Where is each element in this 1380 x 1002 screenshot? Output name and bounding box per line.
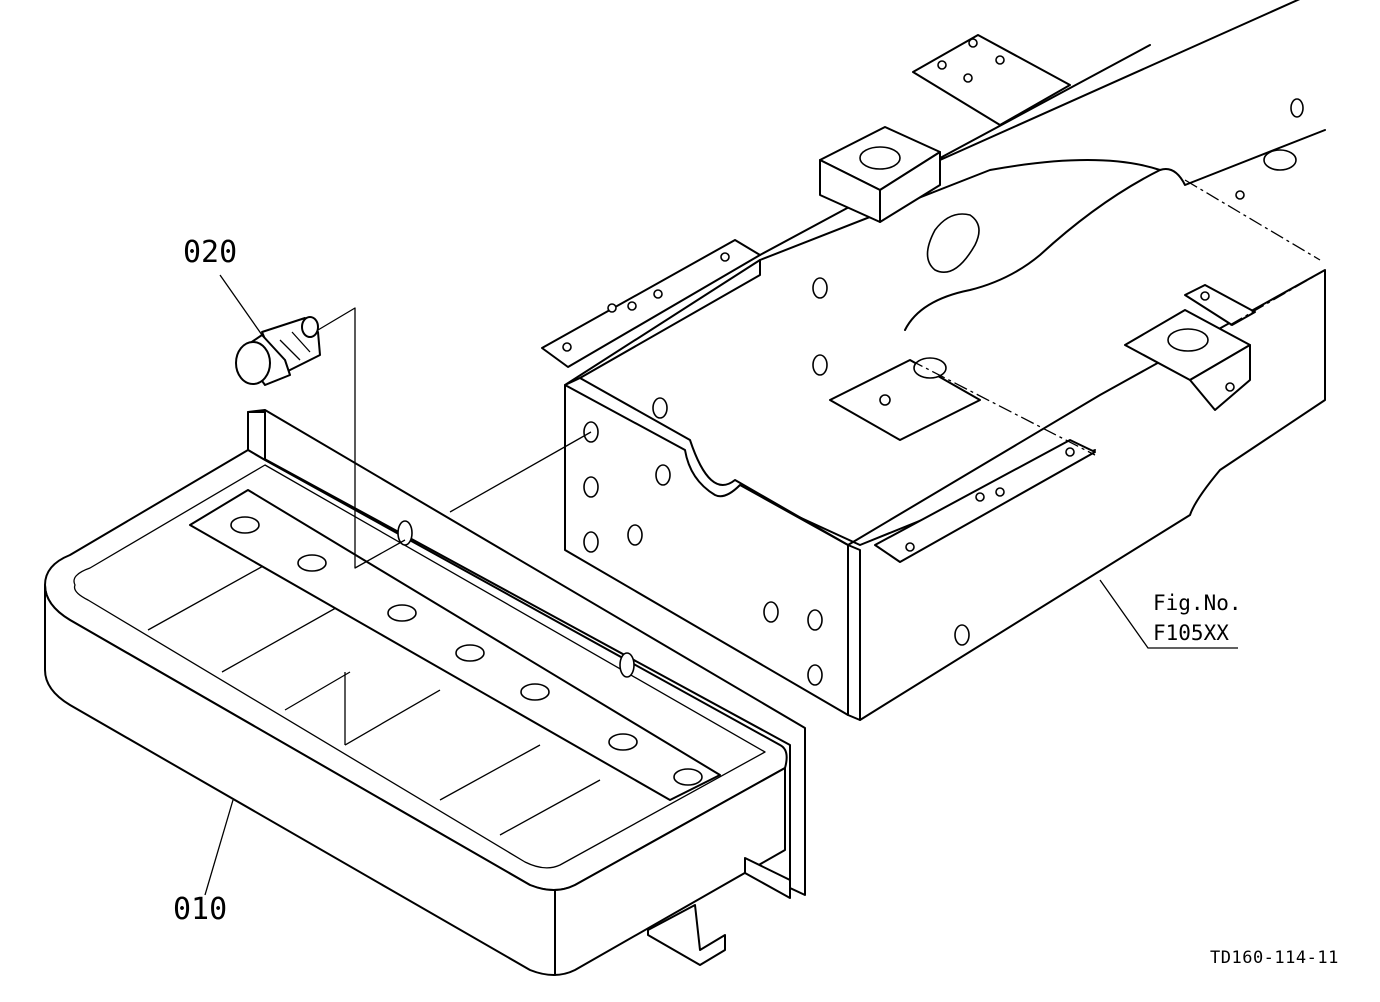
step-basket-part xyxy=(44,409,806,976)
fig-ref-label: Fig.No. xyxy=(1153,591,1242,615)
bolt-part xyxy=(235,316,321,386)
fig-ref-number: F105XX xyxy=(1153,621,1229,645)
leader-lines xyxy=(204,274,1238,896)
chassis-frame xyxy=(541,0,1326,721)
callout-020: 020 xyxy=(183,235,238,270)
callout-010: 010 xyxy=(173,892,228,927)
drawing-number: TD160-114-11 xyxy=(1210,948,1339,968)
